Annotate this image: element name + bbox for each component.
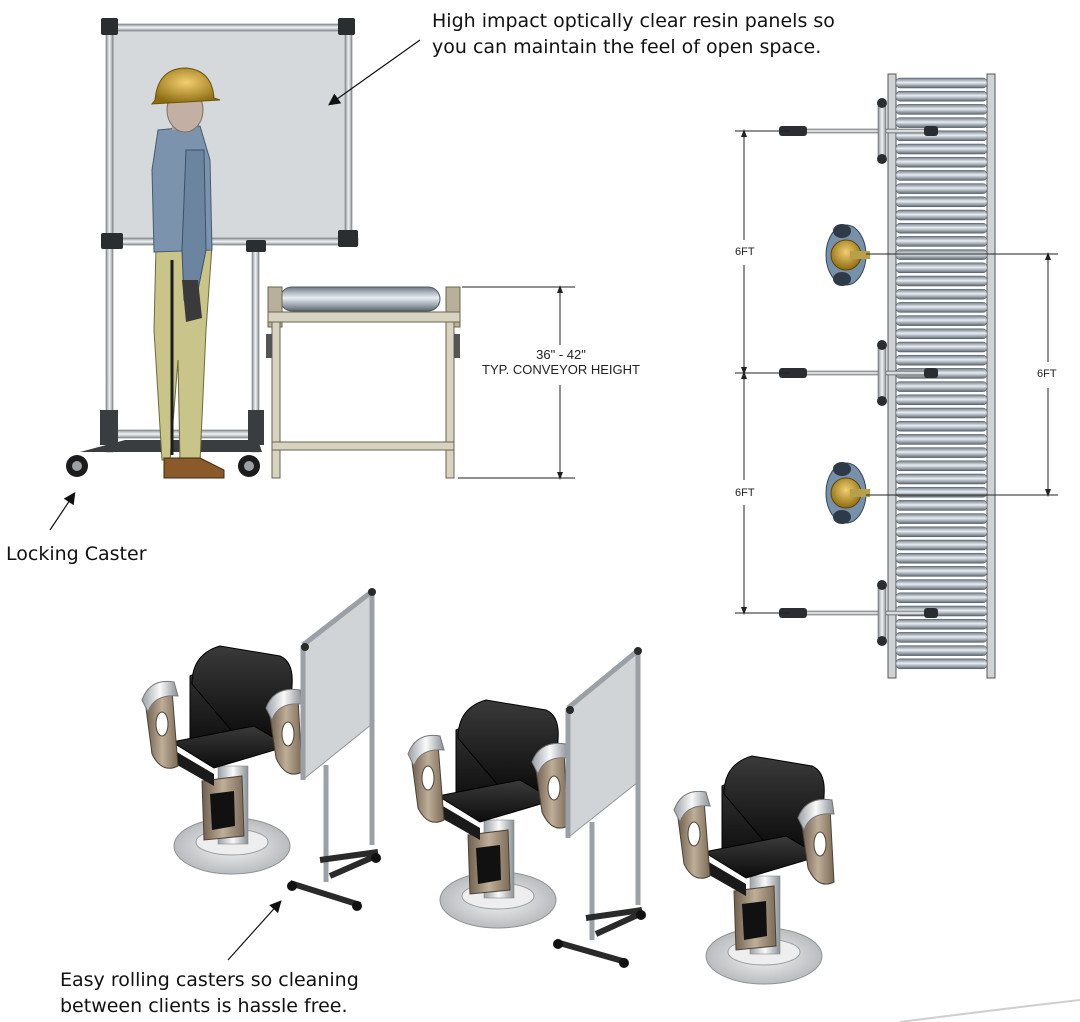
conveyor-height-caption: TYP. CONVEYOR HEIGHT [482, 362, 640, 377]
page-curl-decoration [899, 999, 1080, 1022]
caster-callout-text: Locking Caster [6, 543, 147, 565]
chair-partition-1 [287, 588, 381, 911]
side-view-conveyor [266, 286, 461, 479]
chair-partition-2 [553, 647, 646, 968]
spacing-label-left-bottom: 6FT [735, 487, 755, 499]
panel-callout-line-1: High impact optically clear resin panels… [432, 10, 835, 32]
barber-chair [407, 699, 569, 929]
rolling-callout-line-1: Easy rolling casters so cleaning [60, 969, 359, 991]
panel-callout-line-2: you can maintain the feel of open space. [432, 36, 822, 58]
rolling-callout-line-2: between clients is hassle free. [60, 995, 348, 1017]
spacing-label-right: 6FT [1037, 368, 1057, 380]
worker-figure [150, 67, 225, 479]
spacing-dimension-lines [735, 129, 1058, 615]
conveyor-height-range: 36" - 42" [536, 347, 586, 362]
rolling-callout: Easy rolling casters so cleaning between… [60, 967, 359, 1019]
panel-callout: High impact optically clear resin panels… [432, 8, 835, 60]
conveyor-height-label: 36" - 42" TYP. CONVEYOR HEIGHT [466, 347, 656, 377]
top-view-workers [825, 224, 870, 524]
top-view-conveyor [887, 73, 996, 679]
caster-callout: Locking Caster [6, 541, 147, 567]
spacing-label-left-top: 6FT [735, 246, 755, 258]
conveyor-height-dimension [458, 285, 575, 480]
barber-chair [673, 755, 835, 985]
barber-chair [141, 645, 303, 875]
callout-arrows [49, 39, 421, 961]
